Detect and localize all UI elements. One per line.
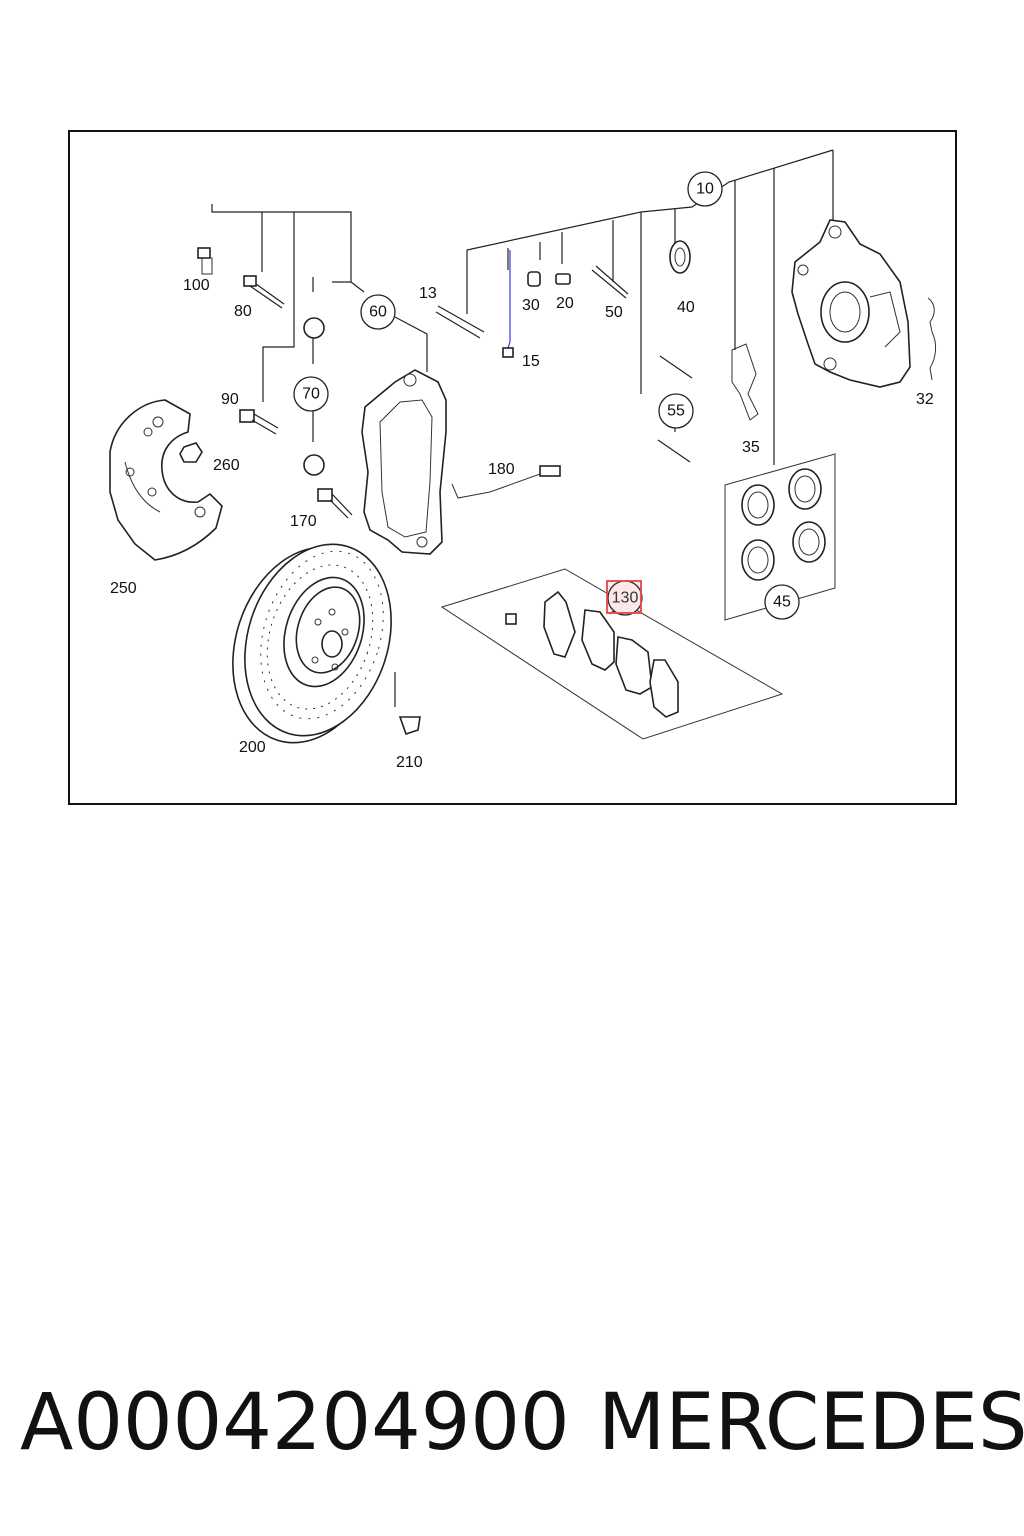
- caliper-carrier-60: [361, 369, 447, 555]
- label-45: 45: [773, 594, 791, 611]
- label-55: 55: [667, 403, 685, 420]
- callout-circles: [293, 171, 800, 620]
- label-100: 100: [183, 277, 210, 294]
- seal-rings-45: [741, 468, 826, 581]
- brake-pads-130: [543, 590, 679, 718]
- label-30: 30: [522, 297, 540, 314]
- label-50: 50: [605, 304, 623, 321]
- label-13: 13: [419, 285, 437, 302]
- label-80: 80: [234, 303, 252, 320]
- label-180: 180: [488, 461, 515, 478]
- label-210: 210: [396, 754, 423, 771]
- brand-caption: MERCEDES: [598, 1378, 1024, 1468]
- label-70: 70: [302, 386, 320, 403]
- label-20: 20: [556, 295, 574, 312]
- label-10: 10: [696, 181, 714, 198]
- highlight-box-130: [606, 580, 642, 614]
- spring-clip-32: [927, 297, 937, 381]
- label-130[interactable]: 130: [612, 590, 639, 607]
- label-15: 15: [522, 353, 540, 370]
- part-number-caption: A0004204900: [20, 1378, 570, 1468]
- heat-shield-250: [109, 399, 223, 561]
- seal-kit-box: [724, 453, 836, 621]
- label-90: 90: [221, 391, 239, 408]
- label-170: 170: [290, 513, 317, 530]
- label-40: 40: [677, 299, 695, 316]
- label-32: 32: [916, 391, 934, 408]
- small-hardware: [179, 240, 759, 736]
- label-35: 35: [742, 439, 760, 456]
- label-260: 260: [213, 457, 240, 474]
- label-60: 60: [369, 304, 387, 321]
- brake-pad-kit-box: [440, 568, 784, 740]
- label-200: 200: [239, 739, 266, 756]
- label-250: 250: [110, 580, 137, 597]
- caliper-housing-10: [791, 219, 911, 388]
- brake-disc-200: [232, 543, 392, 744]
- exploded-brake-diagram: 10 60 70 55 45 130 100 80 90 260 170 250…: [109, 149, 937, 771]
- parts-diagram-frame: 10 60 70 55 45 130 100 80 90 260 170 250…: [68, 130, 957, 805]
